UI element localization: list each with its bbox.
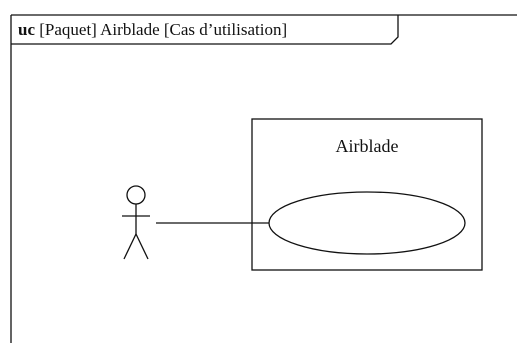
frame-keyword: uc [18,20,35,39]
system-boundary: Airblade [251,118,483,271]
actor-right-leg [135,233,149,260]
frame-name-label: uc [Paquet] Airblade [Cas d’utilisation] [18,20,287,39]
diagram-frame: uc [Paquet] Airblade [Cas d’utilisation] [10,14,517,343]
actor-icon [122,185,150,260]
system-name: Airblade [336,136,399,156]
actor-left-leg [123,233,137,260]
actor-head [126,185,146,205]
frame-title: [Paquet] Airblade [Cas d’utilisation] [39,20,287,39]
frame-name-tab [11,15,399,45]
use-case-ellipse [268,191,466,255]
